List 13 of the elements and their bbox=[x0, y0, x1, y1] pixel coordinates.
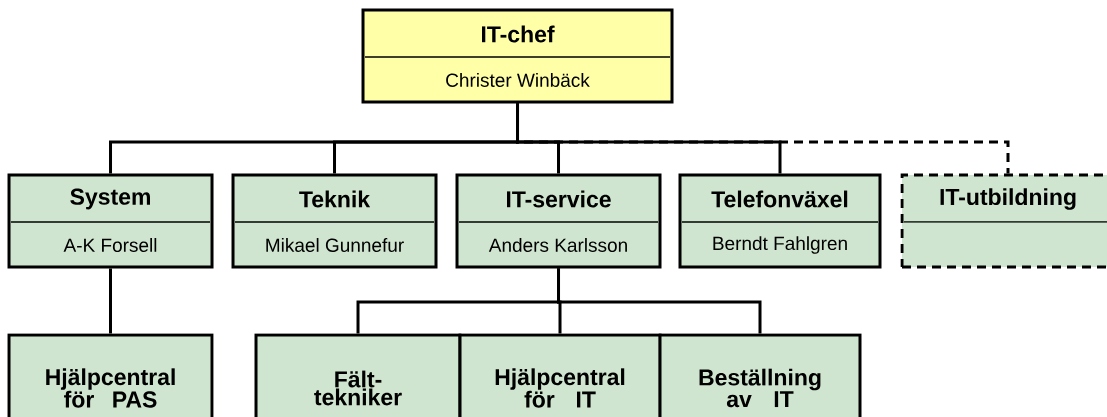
org-box: Teknik Mikael Gunnefur bbox=[231, 173, 438, 269]
org-box: Telefonväxel Berndt Fahlgren bbox=[678, 173, 882, 269]
org-box: System A-K Forsell bbox=[7, 173, 214, 269]
org-box: Hjälpcentral för PAS bbox=[7, 333, 214, 417]
org-box: IT-utbildning bbox=[900, 173, 1107, 269]
connector-line bbox=[516, 103, 782, 174]
connector-line bbox=[109, 268, 112, 334]
connector-line bbox=[557, 268, 762, 334]
org-box: IT-chef Christer Winbäck bbox=[361, 8, 674, 104]
org-box: Fält- tekniker bbox=[254, 333, 462, 417]
org-box: Beställning av IT bbox=[658, 333, 862, 417]
org-box: IT-service Anders Karlsson bbox=[455, 173, 662, 269]
org-box: Hjälpcentral för IT bbox=[458, 333, 662, 417]
